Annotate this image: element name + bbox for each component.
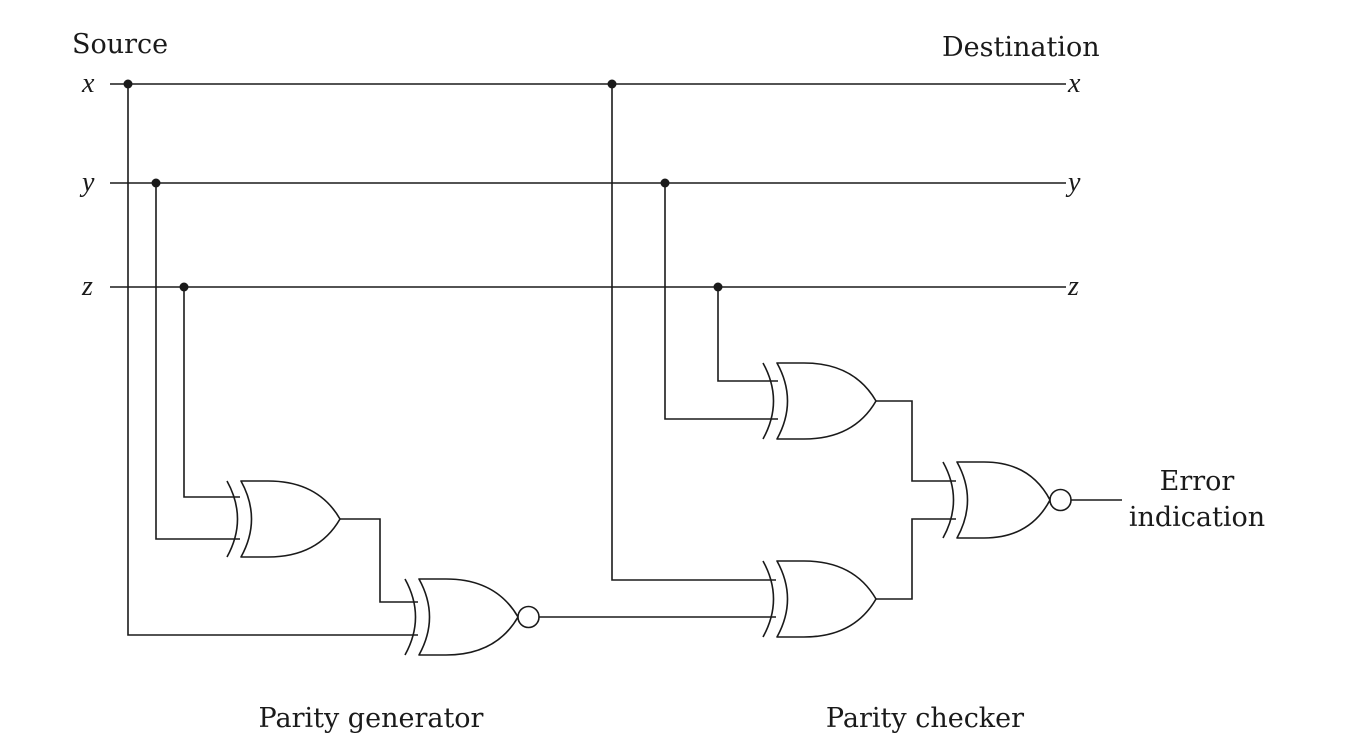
checker-xnor-gate — [942, 461, 1072, 539]
error-label-line2: indication — [1129, 502, 1265, 533]
wire-y-to-gen-xor — [155, 183, 240, 540]
output-z-label: z — [1067, 271, 1079, 302]
generator-xor-gate — [226, 480, 341, 558]
destination-label: Destination — [942, 32, 1100, 63]
wire-xor2-to-final — [876, 518, 956, 600]
wire-y-to-check-xor1 — [664, 183, 778, 420]
input-y-label: y — [79, 167, 95, 198]
wire-xor1-to-final — [876, 400, 956, 482]
output-x-label: x — [1067, 68, 1081, 99]
error-label-line1: Error — [1160, 466, 1235, 497]
wire-x-to-gen-xnor — [127, 84, 418, 636]
parity-checker-label: Parity checker — [826, 703, 1024, 734]
parity-generator-label: Parity generator — [259, 703, 484, 734]
wire-z-to-check-xor1 — [717, 287, 778, 382]
generator-xnor-gate — [404, 578, 540, 656]
wire-x-to-check-xor2 — [611, 84, 776, 581]
output-y-label: y — [1065, 167, 1081, 198]
checker-xor-gate-lower — [762, 560, 877, 638]
wire-z-to-gen-xor — [183, 287, 240, 498]
input-z-label: z — [81, 271, 93, 302]
wire-gen-xor-to-xnor — [340, 518, 418, 603]
input-x-label: x — [81, 68, 95, 99]
source-label: Source — [72, 29, 168, 60]
checker-xor-gate-upper — [762, 362, 877, 440]
